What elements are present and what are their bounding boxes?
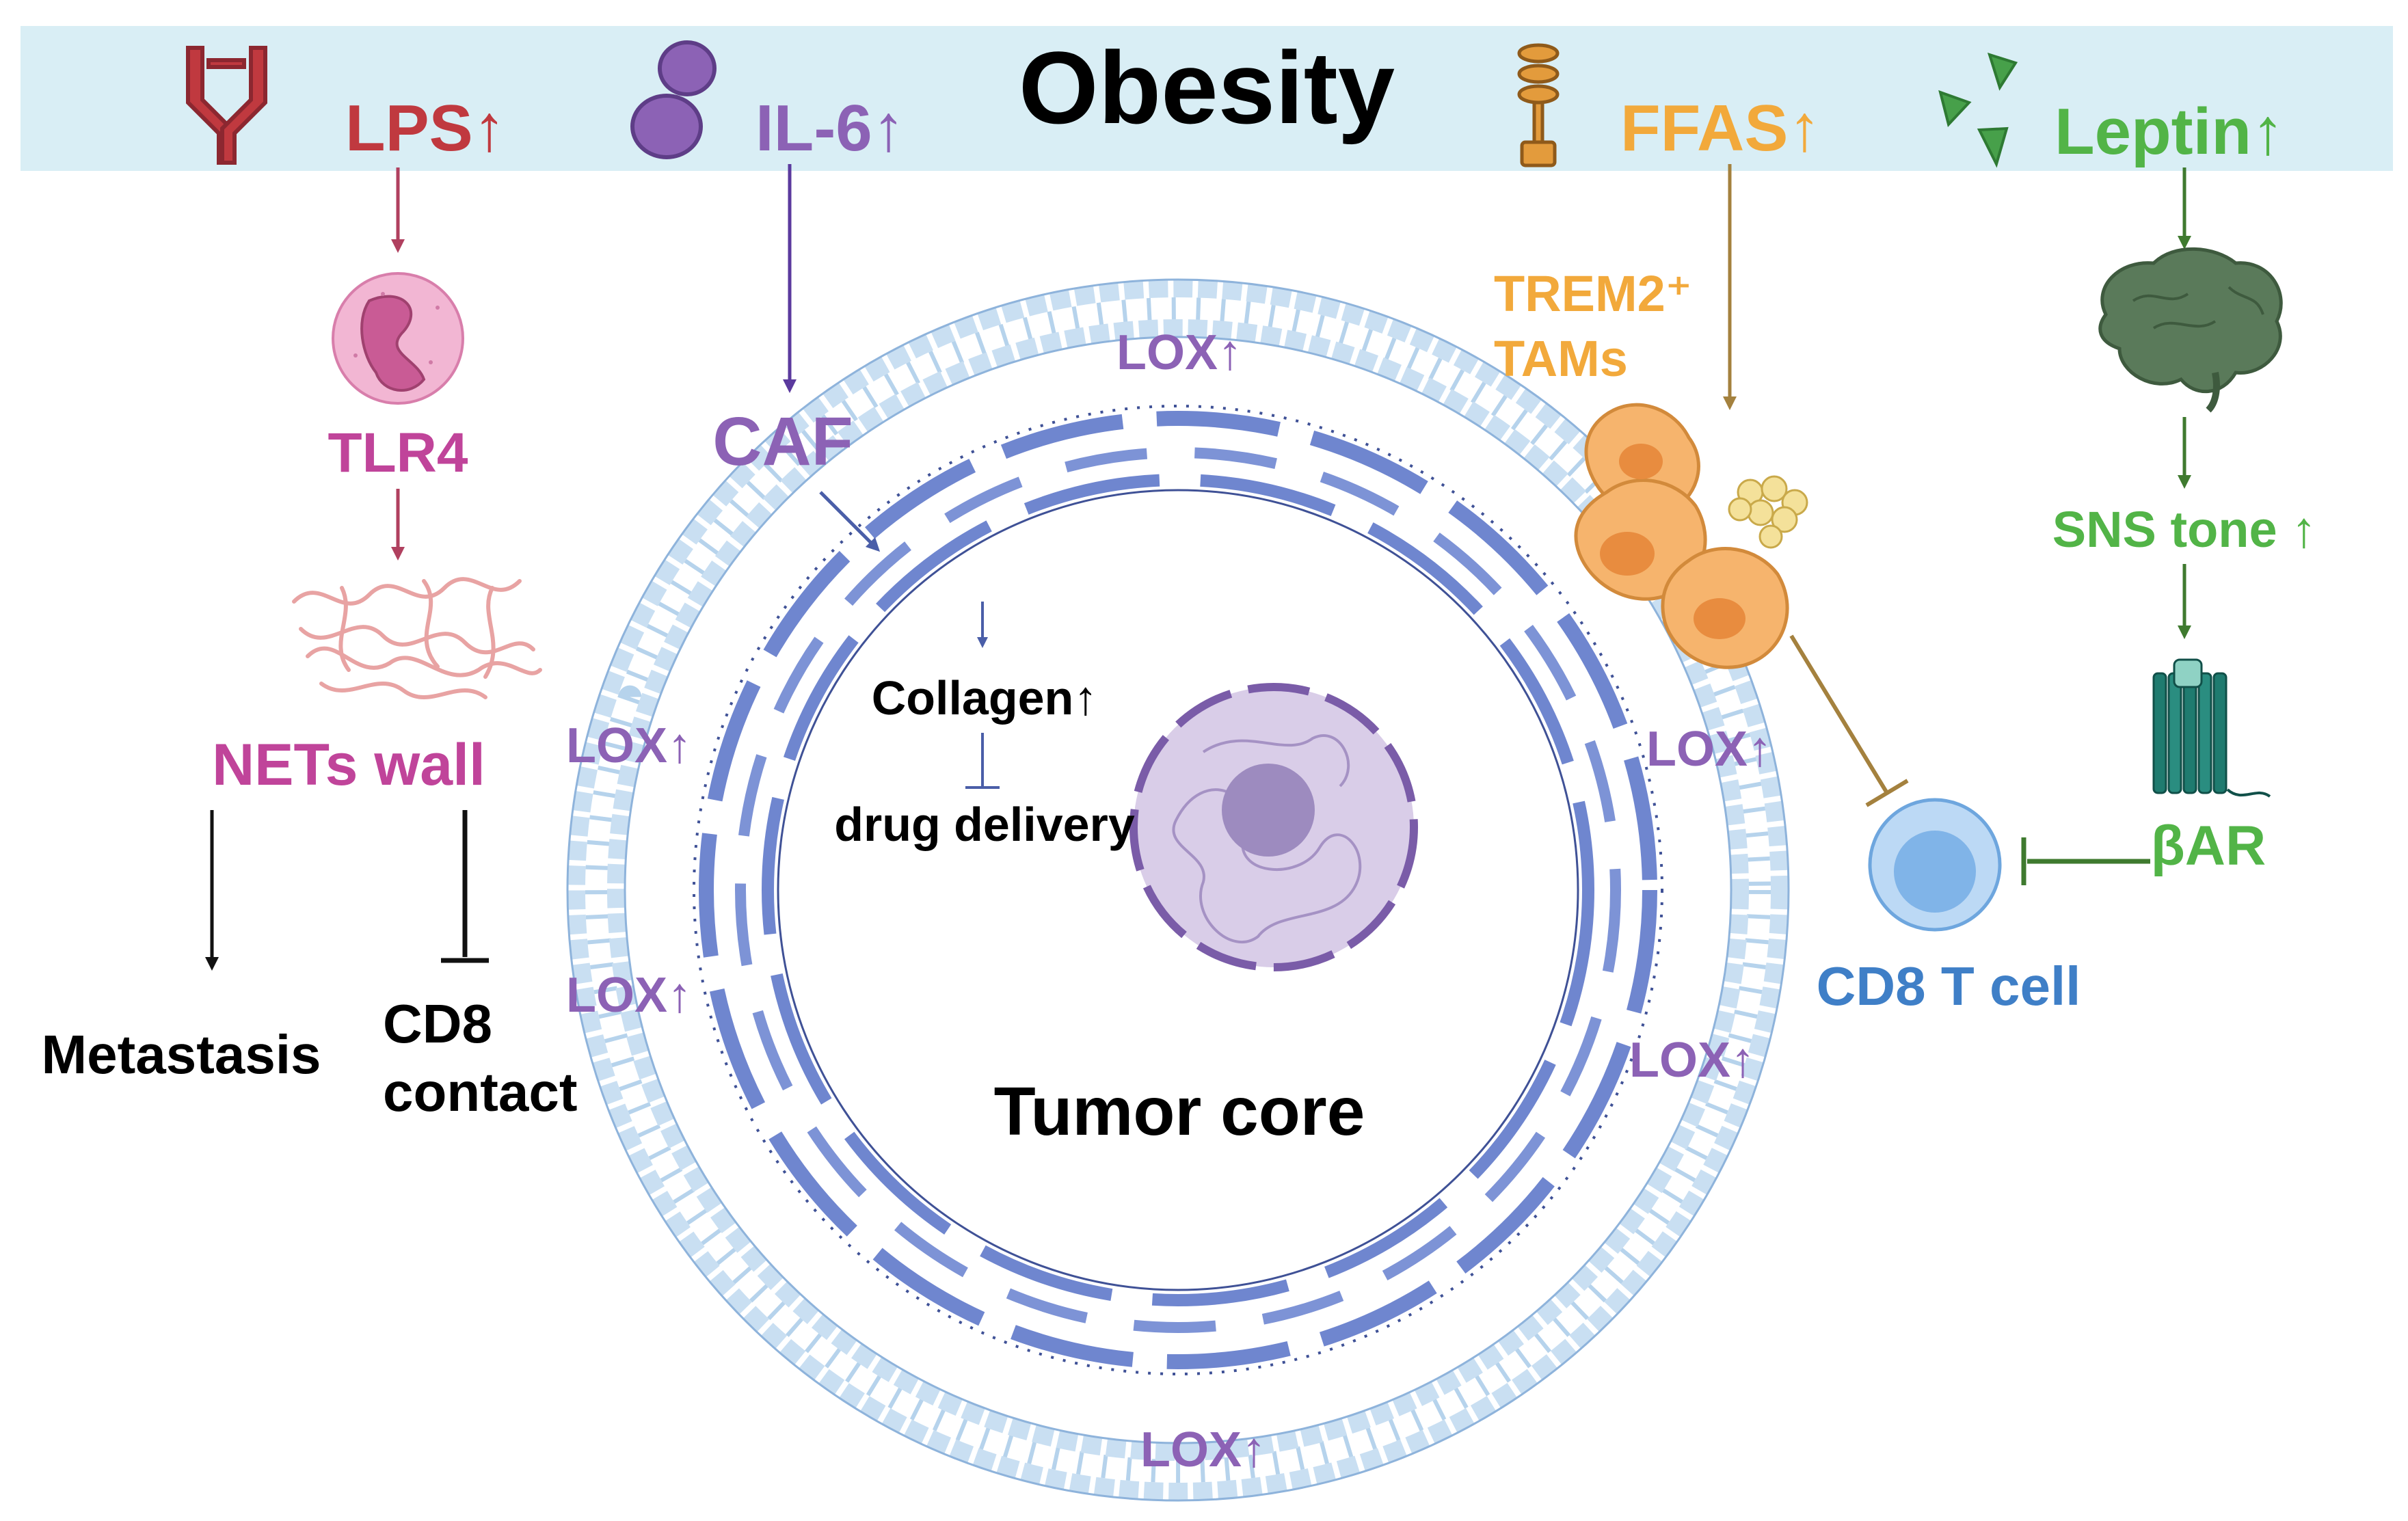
bar-inhibits-cd8	[2021, 837, 2150, 885]
beta-ar-label: βAR	[2151, 815, 2266, 877]
tams-label-line2: TAMs	[1494, 330, 1628, 387]
tumor-core-label: Tumor core	[994, 1073, 1365, 1150]
t-cell-icon	[1868, 798, 2002, 932]
lox-top-label: LOX↑	[1116, 325, 1242, 380]
lox-left-upper-label: LOX↑	[566, 718, 692, 773]
tlr4-label: TLR4	[328, 422, 468, 484]
tams-label-line1: TREM2⁺	[1494, 265, 1692, 322]
sns-tone-label: SNS tone ↑	[2052, 501, 2316, 558]
collagen-label: Collagen↑	[872, 671, 1098, 725]
cd8-t-cell-label: CD8 T cell	[1817, 956, 2081, 1017]
lps-label: LPS↑	[345, 92, 506, 165]
ffas-label: FFAS↑	[1620, 92, 1821, 165]
metastasis-label: Metastasis	[41, 1024, 321, 1085]
macrophage-icon	[1574, 403, 1808, 669]
caf-label: CAF	[712, 403, 853, 480]
cytokine-icon	[630, 40, 717, 159]
receptor-icon	[2152, 658, 2271, 798]
cd8-contact-line2: contact	[383, 1062, 578, 1122]
drug-delivery-label: drug delivery	[834, 798, 1135, 851]
brain-icon	[2098, 247, 2283, 413]
lox-bottom-label: LOX↑	[1140, 1423, 1266, 1477]
reticulum-ring	[693, 405, 1663, 1375]
leptin-icon	[1938, 52, 2018, 168]
lipid-bilayer-membrane	[566, 278, 1790, 1502]
il6-label: IL-6↑	[755, 92, 905, 165]
collagen-inhibits-delivery	[965, 733, 1000, 789]
nets-inhibits-cd8-contact	[441, 810, 489, 963]
nets-wall-label: NETs wall	[212, 732, 485, 798]
nets-icon	[292, 577, 542, 699]
leptin-label: Leptin↑	[2055, 95, 2284, 168]
fatty-acid-icon	[1517, 43, 1560, 167]
obesity-title: Obesity	[1019, 30, 1395, 145]
cd8-contact-line1: CD8	[383, 993, 492, 1054]
antibody-icon	[186, 46, 267, 165]
nucleus-icon	[1129, 683, 1418, 971]
neutrophil-icon	[332, 272, 464, 405]
lox-right-upper-label: LOX↑	[1646, 722, 1772, 777]
caf-to-reticulum-arrow	[819, 491, 881, 552]
tams-inhibit-cd8	[1789, 634, 1909, 807]
lox-left-lower-label: LOX↑	[566, 968, 692, 1023]
lox-right-lower-label: LOX↑	[1629, 1033, 1755, 1088]
